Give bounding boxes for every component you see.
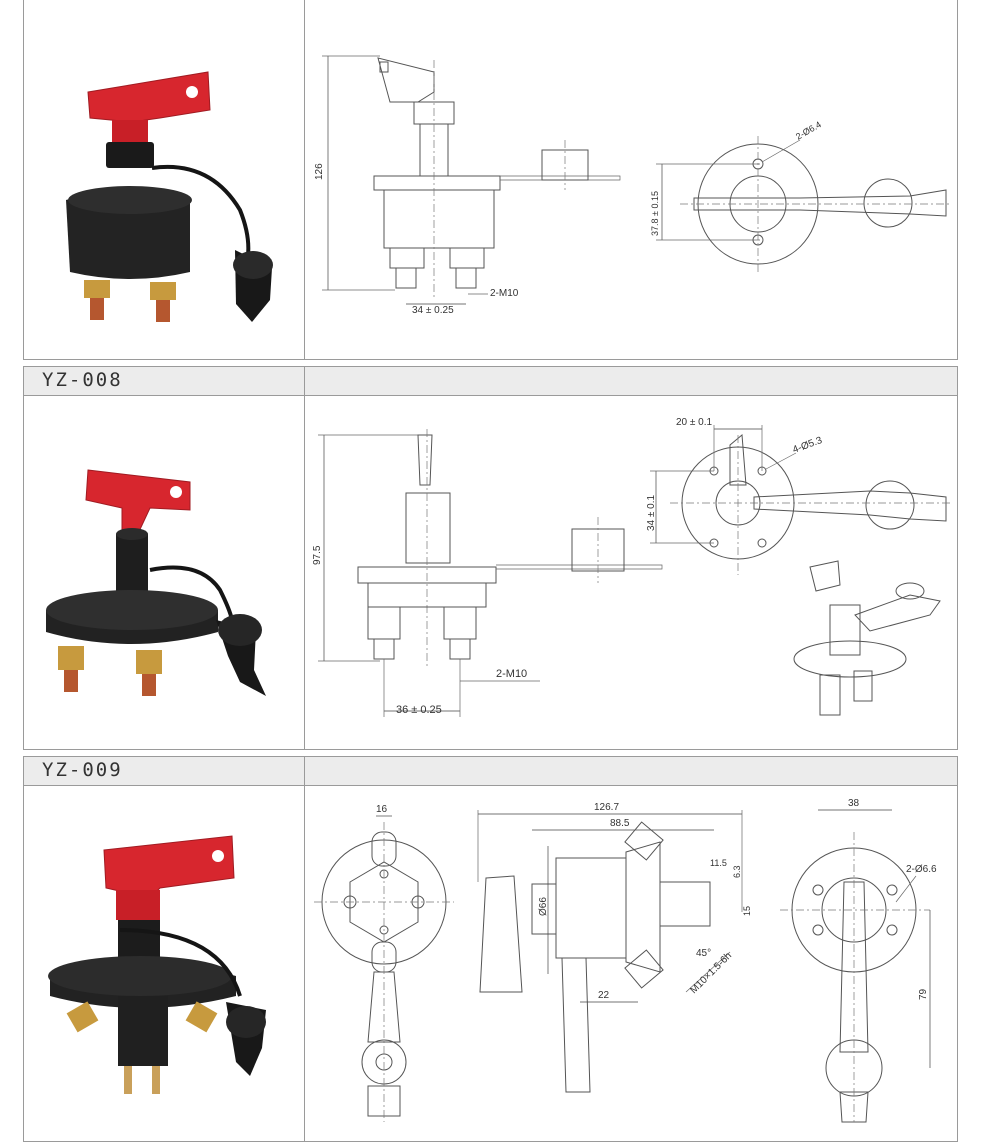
model-label-yz-009: YZ-009 (42, 759, 123, 781)
dim-45: 45° (696, 948, 711, 959)
technical-drawing-2: 97.5 36 ± 0.25 2-M10 20 ± 0.1 34 ± 0.1 4… (312, 417, 950, 717)
dim-width-37-8: 37.8 ± 0.15 (650, 191, 660, 236)
dim-38: 38 (848, 798, 860, 809)
section-3-header (24, 757, 957, 785)
dim-height-126: 126 (314, 163, 325, 180)
dim-88-5: 88.5 (610, 818, 630, 829)
dim-holes-6-4: 2-Ø6.4 (794, 119, 823, 141)
dim-pitch-36: 36 ± 0.25 (396, 704, 442, 716)
dim-22: 22 (598, 990, 610, 1001)
dim-thread-2: 2-M10 (496, 668, 527, 680)
section-3-divider (304, 757, 305, 1142)
section-1-divider (304, 0, 305, 360)
section-2-header-line (24, 395, 957, 396)
dim-6-3: 6.3 (732, 865, 742, 878)
product-photo-2 (46, 469, 266, 696)
key-handle (87, 71, 211, 123)
section-3-frame (23, 756, 958, 1142)
dim-dia-66: Ø66 (538, 897, 549, 916)
dim-11-5: 11.5 (710, 858, 727, 868)
key-handle (85, 469, 191, 539)
key-handle (103, 835, 235, 899)
product-photo-3 (48, 835, 266, 1094)
dim-thread-1: 2-M10 (490, 288, 519, 299)
isometric-view (793, 560, 941, 716)
section-2-frame (23, 366, 958, 750)
product-photo-1 (66, 71, 273, 322)
dim-top-20: 20 ± 0.1 (676, 417, 713, 428)
dim-holes-6-6: 2-Ø6.6 (906, 864, 937, 875)
dim-16: 16 (376, 804, 388, 815)
dim-pitch-34: 34 ± 0.25 (412, 305, 454, 316)
dim-side-34: 34 ± 0.1 (646, 494, 657, 531)
section-3-header-line (24, 785, 957, 786)
section-2-divider (304, 367, 305, 749)
section-1-frame (23, 0, 958, 360)
dim-height-97-5: 97.5 (312, 545, 323, 565)
technical-drawing-3: 16 126.7 88.5 Ø66 22 11.5 6.3 15 45° M10… (314, 798, 937, 1123)
model-label-yz-008: YZ-008 (42, 369, 123, 391)
dim-holes-5-3: 4-Ø5.3 (791, 435, 824, 456)
technical-drawing-1: 126 34 ± 0.25 2-M10 37.8 ± 0.15 2-Ø6.4 (314, 55, 950, 316)
dim-15: 15 (742, 906, 752, 916)
dim-79: 79 (918, 988, 929, 1000)
dim-126-7: 126.7 (594, 802, 619, 813)
section-2-header (24, 367, 957, 395)
